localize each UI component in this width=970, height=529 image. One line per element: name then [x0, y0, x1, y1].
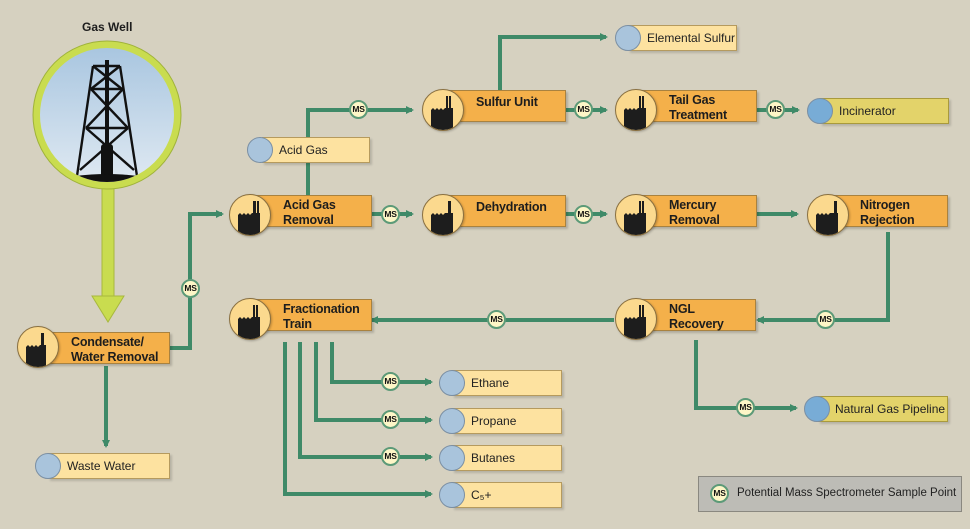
process-label: Sulfur Unit: [476, 95, 538, 109]
ms-sample-point[interactable]: MS: [381, 372, 400, 391]
product-label: Natural Gas Pipeline: [835, 402, 946, 416]
legend: MS Potential Mass Spectrometer Sample Po…: [698, 476, 962, 512]
factory-icon: [422, 89, 464, 131]
derrick-icon: [40, 60, 174, 182]
product-ethane[interactable]: Ethane: [452, 370, 562, 396]
product-label: Waste Water: [67, 459, 136, 473]
product-label: Incinerator: [839, 104, 896, 118]
ms-sample-point[interactable]: MS: [381, 205, 400, 224]
product-label: Elemental Sulfur: [647, 31, 736, 45]
factory-icon: [615, 298, 657, 340]
product-label: C₅+: [471, 488, 492, 502]
product-marker-icon: [804, 396, 830, 422]
factory-icon: [615, 194, 657, 236]
process-condensate-water-removal[interactable]: Condensate/Water Removal: [38, 332, 170, 364]
product-c5plus[interactable]: C₅+: [452, 482, 562, 508]
ms-sample-point[interactable]: MS: [381, 410, 400, 429]
process-label: Condensate/Water Removal: [71, 335, 159, 364]
product-label: Propane: [471, 414, 517, 428]
product-marker-icon: [807, 98, 833, 124]
factory-icon: [229, 298, 271, 340]
flow-nitrogen-to-ngl: [756, 232, 890, 324]
well-arrow-icon: [91, 295, 125, 323]
factory-icon: [17, 326, 59, 368]
flow-acid-gas-to-sulfur-unit: [306, 106, 414, 196]
product-butanes[interactable]: Butanes: [452, 445, 562, 471]
product-marker-icon: [439, 482, 465, 508]
product-natural-gas-pipeline[interactable]: Natural Gas Pipeline: [818, 396, 948, 422]
ms-sample-point[interactable]: MS: [181, 279, 200, 298]
process-label: Dehydration: [476, 200, 547, 214]
product-propane[interactable]: Propane: [452, 408, 562, 434]
product-waste-water[interactable]: Waste Water: [48, 453, 170, 479]
well-pipe: [101, 187, 115, 299]
ms-sample-point[interactable]: MS: [487, 310, 506, 329]
product-label: Acid Gas: [279, 143, 328, 157]
flow-fractionation-to-butanes: [298, 342, 433, 461]
flow-ngl-to-pipeline: [694, 340, 798, 412]
ms-sample-point[interactable]: MS: [816, 310, 835, 329]
ms-sample-point[interactable]: MS: [381, 447, 400, 466]
ms-sample-point[interactable]: MS: [766, 100, 785, 119]
factory-icon: [807, 194, 849, 236]
product-acid-gas[interactable]: Acid Gas: [262, 137, 370, 163]
flow-fractionation-to-c5plus: [283, 342, 433, 498]
product-marker-icon: [439, 370, 465, 396]
factory-icon: [229, 194, 271, 236]
product-marker-icon: [247, 137, 273, 163]
product-label: Ethane: [471, 376, 510, 390]
product-marker-icon: [439, 445, 465, 471]
ms-sample-point[interactable]: MS: [574, 205, 593, 224]
product-marker-icon: [439, 408, 465, 434]
legend-label: Potential Mass Spectrometer Sample Point: [737, 487, 957, 499]
product-marker-icon: [615, 25, 641, 51]
product-label: Butanes: [471, 451, 516, 465]
factory-icon: [615, 89, 657, 131]
flow-sulfur-to-elemental-sulfur: [498, 33, 608, 94]
ms-sample-point[interactable]: MS: [349, 100, 368, 119]
product-marker-icon: [35, 453, 61, 479]
gas-well-title: Gas Well: [82, 20, 133, 34]
ms-sample-point[interactable]: MS: [736, 398, 755, 417]
ms-sample-point[interactable]: MS: [574, 100, 593, 119]
factory-icon: [422, 194, 464, 236]
product-incinerator[interactable]: Incinerator: [820, 98, 949, 124]
product-elemental-sulfur[interactable]: Elemental Sulfur: [628, 25, 737, 51]
legend-ms-icon: MS: [710, 484, 729, 503]
